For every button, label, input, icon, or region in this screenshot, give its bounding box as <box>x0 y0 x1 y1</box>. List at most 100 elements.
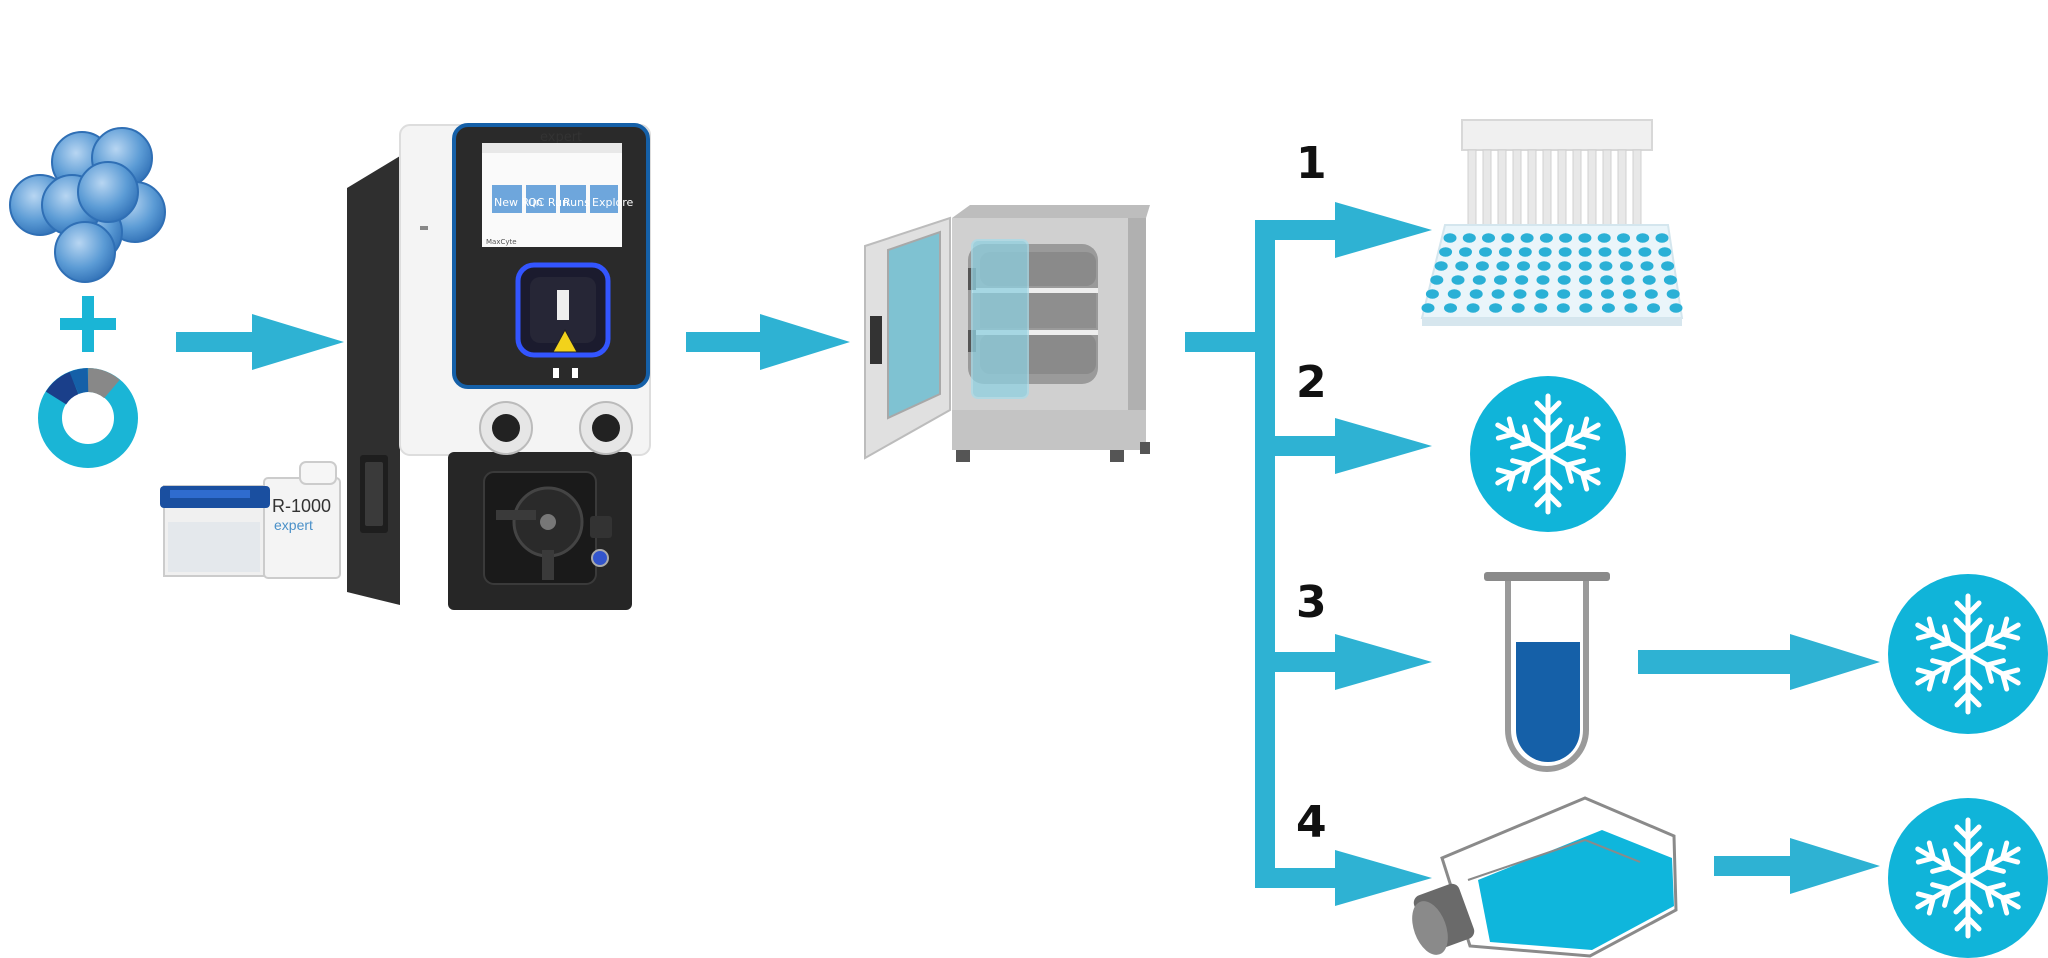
plate-well <box>1513 289 1527 299</box>
plate-well <box>1622 289 1636 299</box>
plate-well <box>1579 275 1592 285</box>
plate-well <box>1501 233 1515 243</box>
plate-well <box>1536 275 1550 285</box>
step-label-1: 1 <box>1296 138 1327 189</box>
plate-well <box>1535 289 1549 299</box>
warning-icon <box>552 328 578 353</box>
plate-well <box>1617 233 1630 243</box>
plate-well <box>1496 261 1510 271</box>
reagent-donut-icon <box>38 368 138 468</box>
plate-well <box>1658 247 1672 257</box>
cell-cluster-icon <box>9 127 166 283</box>
plate-well <box>1517 261 1530 271</box>
snowflake-icon-3 <box>1888 574 2048 734</box>
snowflake-icon <box>1470 376 1626 532</box>
pipette-tip <box>1617 149 1627 229</box>
plate-well <box>1624 303 1638 313</box>
pipette-tip <box>1632 149 1642 229</box>
plate-well <box>1644 289 1658 299</box>
pipette-tip <box>1557 149 1567 229</box>
flow-arrow-to-incubator <box>686 314 850 370</box>
screen-footer-label: MaxCyte <box>486 238 517 246</box>
plate-well <box>1640 261 1654 271</box>
plate-well <box>1579 289 1593 299</box>
plate-well <box>1559 233 1573 243</box>
plus-icon <box>60 296 116 352</box>
plate-well <box>1479 247 1492 257</box>
test-tube-icon <box>1484 572 1610 772</box>
plate-well <box>1638 247 1652 257</box>
plate-well <box>1578 261 1592 271</box>
flow-arrow-tube-to-freeze <box>1638 634 1880 690</box>
screen-button-runs: Runs <box>563 196 590 209</box>
culture-flask-icon <box>1412 796 1678 958</box>
plate-well <box>1621 275 1635 285</box>
plate-well <box>1462 233 1476 243</box>
plate-well <box>1439 247 1453 257</box>
plate-well <box>1482 233 1495 243</box>
screen-button-qc-run: QC Run <box>528 196 569 209</box>
snowflake-icon-4 <box>1888 798 2048 958</box>
plate-well <box>1619 261 1633 271</box>
plate-well <box>1455 261 1469 271</box>
incubator-icon <box>864 205 1150 462</box>
step-label-2: 2 <box>1296 357 1327 408</box>
branch-arrow-2 <box>1335 418 1432 474</box>
plate-well <box>1444 303 1457 313</box>
plate-well <box>1539 233 1553 243</box>
plate-well <box>1489 303 1503 313</box>
screen-button-explore: Explore <box>592 196 634 209</box>
branch-arrow-4 <box>1335 850 1432 906</box>
plate-well <box>1451 275 1465 285</box>
plate-well <box>1472 275 1486 285</box>
plate-well <box>1534 303 1548 313</box>
plate-well <box>1538 247 1552 257</box>
flow-arrow-input <box>176 314 344 370</box>
plate-well <box>1557 275 1571 285</box>
plate-well <box>1579 303 1593 313</box>
plate-well <box>1537 261 1551 271</box>
cartridge-model-label: R-1000 <box>272 496 331 516</box>
pipette-tip <box>1542 149 1552 229</box>
cartridge-brand-label: expert <box>274 517 313 533</box>
processing-cartridge: R-1000 expert <box>160 461 341 579</box>
plate-well <box>1597 233 1611 243</box>
plate-well <box>1447 289 1461 299</box>
step-label-3: 3 <box>1296 577 1327 628</box>
plate-well <box>1425 289 1439 299</box>
plate-well <box>1666 289 1680 299</box>
plate-well <box>1469 289 1483 299</box>
plate-well <box>1642 275 1656 285</box>
plate-well <box>1558 261 1572 271</box>
plate-well <box>1498 247 1512 257</box>
plate-well <box>1475 261 1489 271</box>
pipette-tip <box>1572 149 1582 229</box>
plate-well <box>1618 247 1632 257</box>
plate-well <box>1520 233 1534 243</box>
plate-well <box>1518 247 1532 257</box>
plate-well <box>1491 289 1505 299</box>
screen-button-new-run: New Run <box>494 196 543 209</box>
plate-well <box>1578 247 1592 257</box>
plate-well <box>1600 275 1614 285</box>
plate-well <box>1558 247 1572 257</box>
branch-arrow-3 <box>1335 634 1432 690</box>
plate-well <box>1661 261 1675 271</box>
plate-well <box>1430 275 1444 285</box>
plate-well <box>1578 233 1592 243</box>
plate-well <box>1459 247 1472 257</box>
plate-well <box>1601 303 1615 313</box>
pipette-tip <box>1602 149 1612 229</box>
plate-well <box>1599 261 1613 271</box>
plate-well <box>1557 289 1571 299</box>
plate-well <box>1636 233 1650 243</box>
pipette-tip <box>1482 149 1492 229</box>
plate-well <box>1511 303 1525 313</box>
plate-well <box>1647 303 1660 313</box>
step-label-4: 4 <box>1296 797 1327 848</box>
plate-well <box>1663 275 1677 285</box>
plate-well <box>1466 303 1480 313</box>
plate-well <box>1655 233 1669 243</box>
plate-well <box>1421 303 1435 313</box>
